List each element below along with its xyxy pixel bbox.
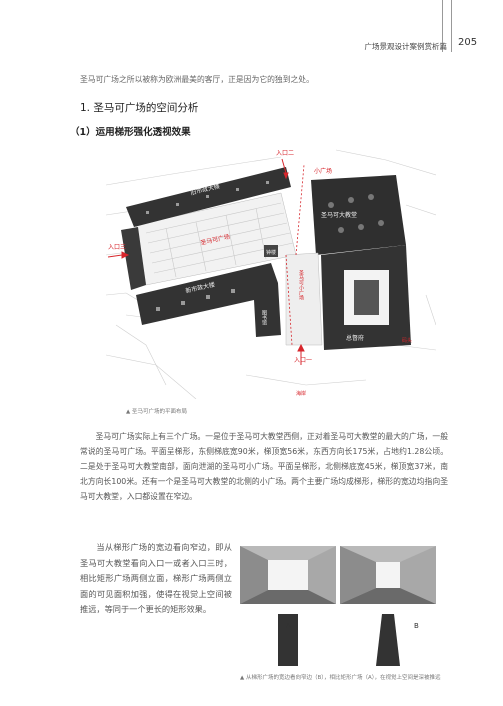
label-ducal-palace: 总督府 [346,334,364,342]
label-clock-tower: 钟楼 [266,249,276,256]
label-piazzetta: 圣马可小广场 [298,269,304,301]
side-paragraph: 当从梯形广场的宽边看向窄边，即从圣马可大教堂看向入口一或者入口三时，相比矩形广场… [80,542,232,614]
section-heading: 1. 圣马可广场的空间分析 [80,102,199,114]
plan-rectangle [278,614,298,666]
piazzetta-ground [285,252,323,346]
plan-trapezoid [376,614,400,666]
header-divider-left [442,0,443,52]
page-number: 205 [458,37,478,48]
label-sea: 海岸 [296,390,306,397]
label-west-entrance: 入口三 [108,244,126,251]
label-small-square: 小广场 [314,167,332,175]
west-wing [121,227,146,290]
figure-caption: ▲ 从梯形广场的宽边看向窄边（B），相比矩形广场（A），在视觉上空间是深被推远 [240,675,441,681]
header-section-title: 广场景观设计案例赏析篇 [364,42,448,51]
clock-tower [264,245,278,257]
label-waterfront: 码头 [402,337,412,344]
perspective-trapezoid [340,546,436,604]
subsection-heading: （1）运用梯形强化透视效果 [70,127,191,138]
label-basilica: 圣马可大教堂 [321,211,357,219]
basilica-building [311,175,406,255]
perspective-rectangular [240,546,336,604]
map-caption: ▲ 圣马可广场的平面布局 [126,409,187,415]
intro-sentence: 圣马可广场之所以被称为欧洲最美的客厅，正是因为它的独到之处。 [80,75,314,84]
label-south-entrance: 入口一 [294,357,312,364]
label-north-entrance: 入口二 [276,150,294,157]
label-library: 图书馆 [261,310,267,326]
entrance-markers [107,158,305,365]
header-divider-right [451,0,452,52]
body-paragraph: 圣马可广场实际上有三个广场。一是位于圣马可大教堂西侧，正对着圣马可大教堂的最大的… [80,432,448,501]
label-b: B [414,622,419,630]
site-plan-map: 入口二 小广场 旧市政大楼 圣马可大教堂 圣马可广场 钟楼 入口三 新市政大楼 … [106,145,436,399]
label-a: A [286,622,291,630]
new-offices-building [136,263,281,337]
